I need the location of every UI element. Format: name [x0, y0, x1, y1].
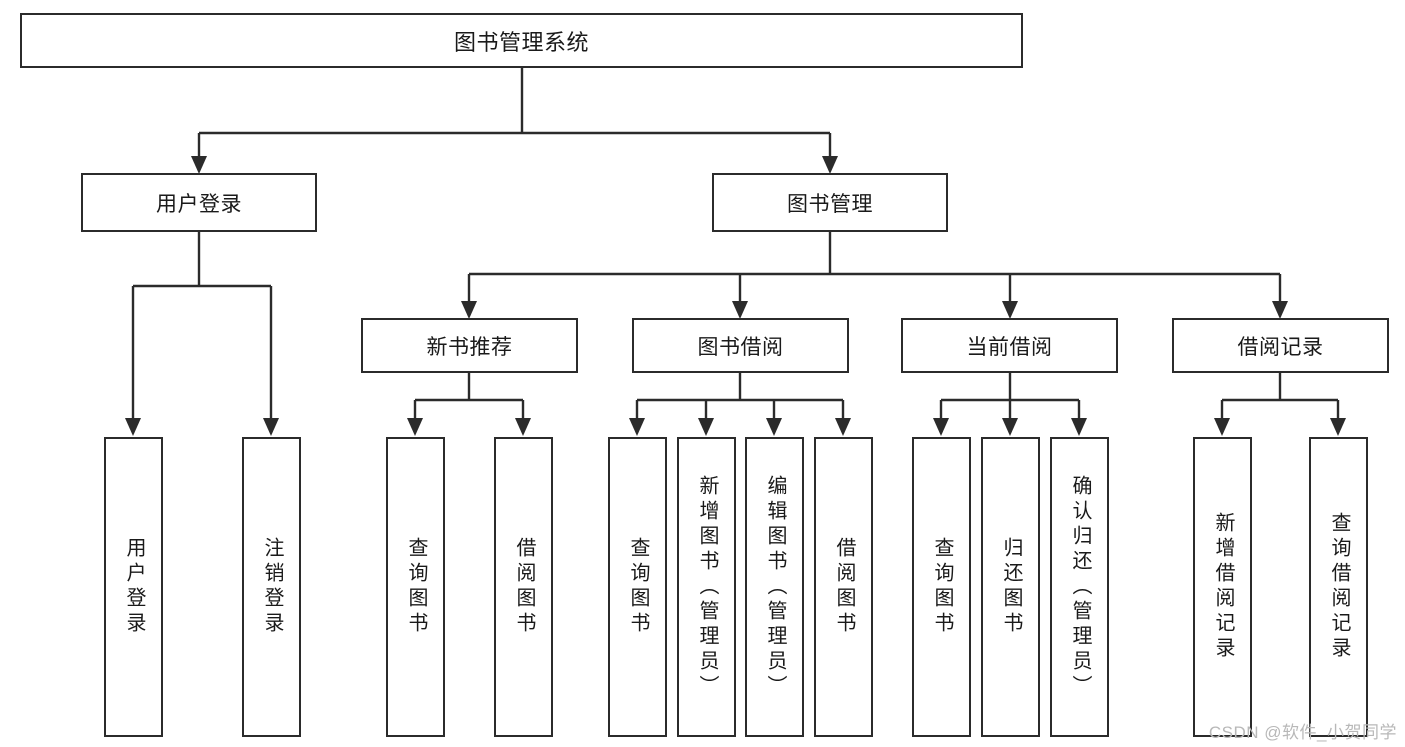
node-root-system[interactable]: 图书管理系统 — [20, 13, 1023, 68]
node-label: 查询借阅记录 — [1328, 512, 1350, 662]
leaf-borrow-edit-book[interactable]: 编辑图书（管理员） — [745, 437, 804, 737]
node-label: 当前借阅 — [966, 335, 1053, 359]
leaf-user-login-signin[interactable]: 用户登录 — [104, 437, 163, 737]
leaf-record-add-record[interactable]: 新增借阅记录 — [1193, 437, 1252, 737]
node-label: 归还图书 — [1000, 537, 1022, 637]
leaf-borrow-add-book[interactable]: 新增图书（管理员） — [677, 437, 736, 737]
leaf-current-return-book[interactable]: 归还图书 — [981, 437, 1040, 737]
watermark-text: CSDN @软件_小贺同学 — [1208, 723, 1397, 742]
node-new-book-recommend[interactable]: 新书推荐 — [361, 318, 578, 373]
node-book-borrow[interactable]: 图书借阅 — [632, 318, 849, 373]
node-label: 用户登录 — [123, 537, 145, 637]
node-label: 图书借阅 — [697, 335, 784, 359]
leaf-newbook-borrow-book[interactable]: 借阅图书 — [494, 437, 553, 737]
node-label: 注销登录 — [261, 537, 283, 637]
node-label: 图书管理系统 — [453, 29, 589, 55]
leaf-borrow-query-book[interactable]: 查询图书 — [608, 437, 667, 737]
node-label: 查询图书 — [627, 537, 649, 637]
node-label: 借阅图书 — [513, 537, 535, 637]
leaf-user-login-signout[interactable]: 注销登录 — [242, 437, 301, 737]
node-user-login[interactable]: 用户登录 — [81, 173, 317, 232]
node-label: 确认归还（管理员） — [1069, 474, 1091, 700]
node-borrow-record[interactable]: 借阅记录 — [1172, 318, 1389, 373]
node-book-management[interactable]: 图书管理 — [712, 173, 948, 232]
node-current-borrow[interactable]: 当前借阅 — [901, 318, 1118, 373]
node-label: 新增借阅记录 — [1212, 512, 1234, 662]
node-label: 查询图书 — [405, 537, 427, 637]
node-label: 编辑图书（管理员） — [764, 474, 786, 700]
node-label: 借阅记录 — [1237, 335, 1324, 359]
leaf-borrow-borrow-book[interactable]: 借阅图书 — [814, 437, 873, 737]
node-label: 查询图书 — [931, 537, 953, 637]
leaf-record-query-record[interactable]: 查询借阅记录 — [1309, 437, 1368, 737]
node-label: 新增图书（管理员） — [696, 474, 718, 700]
node-label: 借阅图书 — [833, 537, 855, 637]
leaf-current-confirm-return[interactable]: 确认归还（管理员） — [1050, 437, 1109, 737]
node-label: 新书推荐 — [426, 335, 513, 359]
node-label: 图书管理 — [787, 192, 873, 216]
node-label: 用户登录 — [156, 192, 242, 216]
leaf-newbook-query-book[interactable]: 查询图书 — [386, 437, 445, 737]
leaf-current-query-book[interactable]: 查询图书 — [912, 437, 971, 737]
